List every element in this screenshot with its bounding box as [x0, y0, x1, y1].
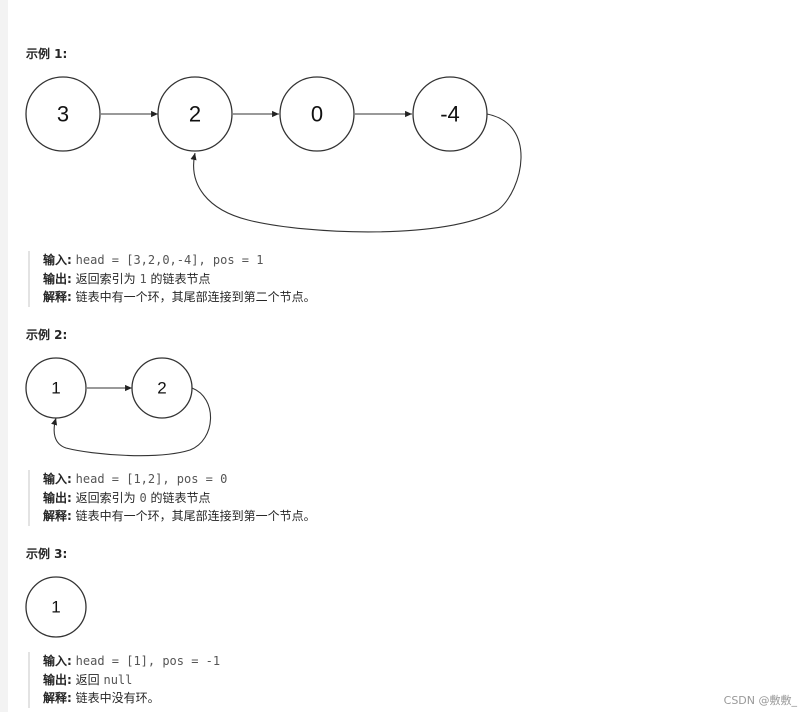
node-value: 2 — [157, 379, 166, 398]
output-label: 输出: — [43, 672, 72, 687]
node-value: 2 — [189, 102, 201, 127]
output-row: 输出: 返回索引为 1 的链表节点 — [43, 270, 316, 289]
explain-row: 解释: 链表中有一个环，其尾部连接到第一个节点。 — [43, 507, 316, 526]
output-prefix: 返回索引为 — [75, 490, 136, 505]
input-value: head = [1,2], pos = 0 — [75, 472, 228, 486]
node-value: -4 — [440, 102, 460, 127]
example-2-diagram: 1 2 — [25, 357, 212, 457]
input-value: head = [3,2,0,-4], pos = 1 — [75, 253, 264, 267]
edge-cycle-2-to-1 — [51, 387, 212, 457]
list-node: -4 — [412, 76, 488, 152]
example-1-diagram: 3 2 0 -4 — [25, 76, 522, 233]
csdn-watermark: CSDN @敷敷_ — [723, 694, 797, 707]
explain-row: 解释: 链表中有一个环，其尾部连接到第二个节点。 — [43, 288, 316, 307]
input-value: head = [1], pos = -1 — [75, 654, 221, 668]
linked-list-diagrams: 3 2 0 -4 1 2 — [25, 76, 522, 638]
example-2-title: 示例 2: — [26, 328, 68, 342]
explain-label: 解释: — [43, 691, 72, 705]
explain-row: 解释: 链表中没有环。 — [43, 689, 220, 708]
example-3-diagram: 1 — [25, 576, 87, 638]
node-value: 0 — [311, 102, 323, 127]
list-node: 2 — [131, 357, 193, 419]
input-label: 输入: — [43, 472, 72, 486]
input-row: 输入: head = [1], pos = -1 — [43, 652, 220, 671]
list-node: 0 — [279, 76, 355, 152]
edge-cycle-neg4-to-2 — [190, 113, 522, 233]
explain-text: 链表中有一个环，其尾部连接到第一个节点。 — [75, 509, 316, 523]
node-value: 1 — [51, 598, 60, 617]
output-suffix: 的链表节点 — [150, 490, 211, 505]
input-row: 输入: head = [3,2,0,-4], pos = 1 — [43, 251, 316, 270]
output-suffix: 的链表节点 — [150, 271, 211, 286]
input-label: 输入: — [43, 253, 72, 267]
list-node: 3 — [25, 76, 101, 152]
explain-label: 解释: — [43, 509, 72, 523]
explain-label: 解释: — [43, 290, 72, 304]
explain-text: 链表中有一个环，其尾部连接到第二个节点。 — [75, 290, 316, 304]
output-label: 输出: — [43, 490, 72, 505]
example-1-title: 示例 1: — [26, 47, 68, 61]
example-3-title: 示例 3: — [26, 547, 68, 561]
output-prefix: 返回索引为 — [75, 271, 136, 286]
input-row: 输入: head = [1,2], pos = 0 — [43, 470, 316, 489]
explain-text: 链表中没有环。 — [75, 691, 160, 705]
output-code: 1 — [139, 271, 147, 286]
example-3-details: 输入: head = [1], pos = -1 输出: 返回 null 解释:… — [28, 652, 220, 708]
input-label: 输入: — [43, 654, 72, 668]
example-1-details: 输入: head = [3,2,0,-4], pos = 1 输出: 返回索引为… — [28, 251, 316, 307]
output-row: 输出: 返回索引为 0 的链表节点 — [43, 489, 316, 508]
output-row: 输出: 返回 null — [43, 671, 220, 690]
output-label: 输出: — [43, 271, 72, 286]
output-code: 0 — [139, 490, 147, 505]
list-node: 2 — [157, 76, 233, 152]
list-node: 1 — [25, 576, 87, 638]
output-prefix: 返回 — [75, 672, 100, 687]
output-code: null — [103, 672, 133, 687]
list-node: 1 — [25, 357, 87, 419]
node-value: 3 — [57, 102, 69, 127]
example-2-details: 输入: head = [1,2], pos = 0 输出: 返回索引为 0 的链… — [28, 470, 316, 526]
content-page: 示例 1: 3 2 0 — [8, 0, 811, 712]
node-value: 1 — [51, 379, 60, 398]
